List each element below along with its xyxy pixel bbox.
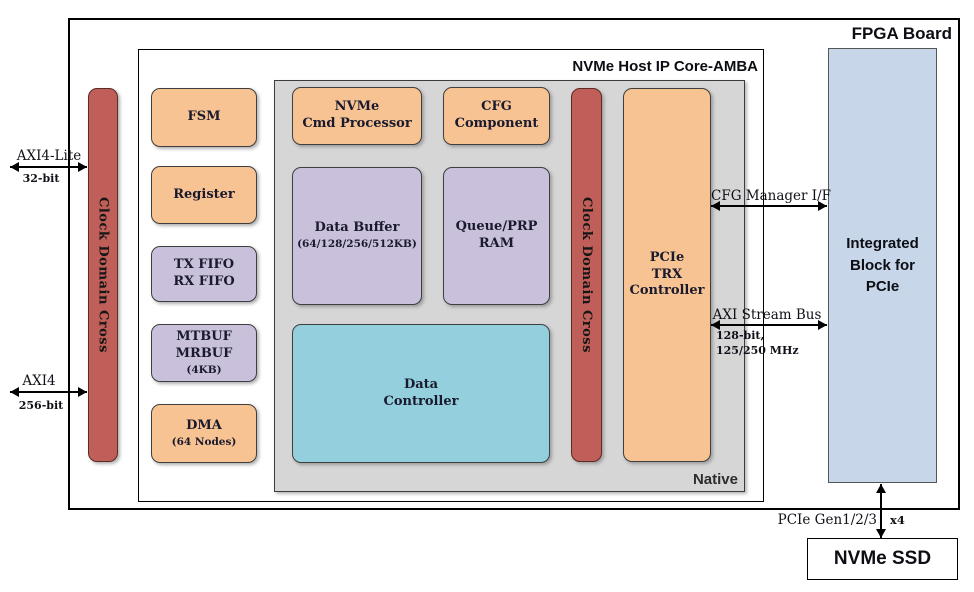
register-label: Register — [173, 186, 235, 202]
data-controller-block: Data Controller — [292, 324, 550, 463]
clock-domain-cross-right-bar: Clock Domain Cross — [571, 88, 602, 462]
nvme-host-ip-core-title: NVMe Host IP Core-AMBA — [572, 58, 758, 75]
integrated-line2: Block for — [849, 256, 915, 274]
clock-domain-cross-left-label: Clock Domain Cross — [95, 197, 111, 353]
axi-stream-width-label: 128-bit, — [716, 329, 765, 342]
dma-label: DMA — [186, 417, 222, 433]
register-block: Register — [151, 166, 257, 224]
fpga-board-title: FPGA Board — [851, 24, 952, 43]
integrated-line3: PCIe — [865, 278, 900, 296]
pcie-link-arrow — [876, 484, 885, 538]
pcie-lanes-label: x4 — [890, 513, 905, 527]
cmd-processor-line2: Cmd Processor — [302, 116, 412, 131]
axi4-lite-bus-arrow — [10, 162, 87, 171]
mtbuf-mrbuf-block: MTBUF MRBUF (4KB) — [151, 324, 257, 382]
queue-prp-line1: Queue/PRP — [455, 219, 538, 235]
cmd-processor-line1: NVMe — [334, 99, 380, 115]
axi-stream-freq-label: 125/250 MHz — [716, 344, 799, 357]
pcie-trx-line1: PCIe — [649, 249, 685, 265]
pcie-trx-line3: Controller — [629, 283, 705, 299]
axi4-bus-arrow — [10, 387, 87, 396]
data-controller-line2: Controller — [383, 393, 459, 409]
integrated-block-for-pcie: Integrated Block for PCIe — [828, 48, 937, 483]
cfg-line1: CFG — [481, 99, 512, 115]
nvme-cmd-processor-block: NVMe Cmd Processor — [292, 87, 422, 145]
tx-rx-fifo-block: TX FIFO RX FIFO — [151, 246, 257, 302]
axi4-lite-width-label: 32-bit — [22, 172, 60, 185]
pcie-gen-label: PCIe Gen1/2/3 — [777, 512, 877, 528]
data-buffer-size-label: (64/128/256/512KB) — [297, 238, 417, 251]
clock-domain-cross-right-label: Clock Domain Cross — [579, 197, 594, 353]
axi-stream-bus-label: AXI Stream Bus — [712, 307, 822, 323]
cfg-manager-arrow — [711, 201, 827, 210]
mtbuf-size-label: (4KB) — [186, 363, 222, 376]
dma-block: DMA (64 Nodes) — [151, 404, 257, 463]
cfg-line2: Component — [454, 116, 539, 131]
pcie-trx-line2: TRX — [651, 266, 683, 282]
data-buffer-label: Data Buffer — [314, 220, 400, 236]
pcie-trx-controller-block: PCIe TRX Controller — [623, 88, 711, 462]
axi4-lite-label: AXI4-Lite — [16, 148, 82, 164]
native-label: Native — [692, 471, 738, 488]
tx-fifo-label: TX FIFO — [173, 257, 235, 273]
mtbuf-label: MTBUF — [176, 329, 232, 345]
integrated-line1: Integrated — [846, 234, 919, 252]
axi-stream-bus-arrow — [711, 320, 827, 329]
axi4-width-label: 256-bit — [18, 399, 64, 412]
fsm-label: FSM — [187, 109, 221, 125]
queue-prp-line2: RAM — [478, 236, 515, 251]
nvme-ssd-block: NVMe SSD — [807, 538, 958, 580]
data-buffer-block: Data Buffer (64/128/256/512KB) — [292, 167, 422, 305]
mrbuf-label: MRBUF — [175, 345, 233, 361]
cfg-manager-label: CFG Manager I/F — [711, 188, 832, 204]
data-controller-line1: Data — [403, 376, 439, 392]
axi4-label: AXI4 — [22, 373, 56, 389]
clock-domain-cross-left-bar: Clock Domain Cross — [88, 88, 118, 462]
fsm-block: FSM — [151, 88, 257, 147]
dma-nodes-label: (64 Nodes) — [171, 435, 237, 448]
queue-prp-ram-block: Queue/PRP RAM — [443, 167, 550, 305]
cfg-component-block: CFG Component — [443, 87, 550, 145]
nvme-ssd-label: NVMe SSD — [833, 547, 932, 569]
rx-fifo-label: RX FIFO — [173, 274, 235, 289]
